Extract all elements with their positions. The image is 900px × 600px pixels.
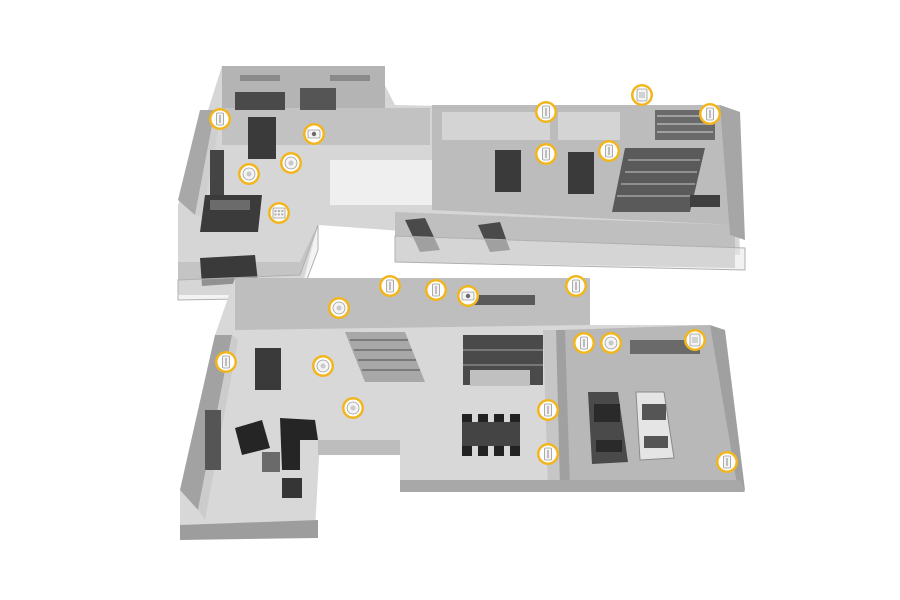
door-window-sensor-icon[interactable] (215, 351, 237, 373)
kitchen-cabinets (463, 295, 543, 386)
upper-left-wall (178, 110, 215, 215)
bedroom-furniture (200, 88, 336, 232)
door-window-sensor-icon[interactable] (573, 332, 595, 354)
door (248, 117, 276, 159)
ground-back-wall (235, 278, 590, 330)
smoke-detector-icon[interactable] (600, 332, 622, 354)
dining-table (462, 414, 520, 456)
door-window-sensor-icon[interactable] (537, 443, 559, 465)
wall-vent (330, 75, 370, 81)
garage-car-dark (588, 392, 628, 464)
living-room-sofas (205, 410, 318, 498)
upper-atrium-void (330, 160, 432, 205)
door-window-sensor-icon[interactable] (209, 108, 231, 130)
siren-icon[interactable] (684, 329, 706, 351)
upper-right-wall (720, 105, 745, 240)
camera-icon[interactable] (457, 285, 479, 307)
door-window-sensor-icon[interactable] (535, 143, 557, 165)
sensor-markers (209, 84, 738, 473)
ground-front-wall-2 (318, 440, 400, 455)
smoke-detector-icon[interactable] (280, 152, 302, 174)
door-window-sensor-icon[interactable] (716, 451, 738, 473)
upper-glass-railing (394, 235, 746, 271)
door-window-sensor-icon[interactable] (425, 279, 447, 301)
smoke-detector-icon[interactable] (312, 355, 334, 377)
door-window-sensor-icon[interactable] (565, 275, 587, 297)
upper-floor (177, 66, 746, 301)
door-window-sensor-icon[interactable] (537, 399, 559, 421)
upper-room-inner-2 (558, 112, 620, 140)
door (568, 152, 594, 194)
ground-staircase (345, 332, 425, 382)
camera-icon[interactable] (303, 123, 325, 145)
door-window-sensor-icon[interactable] (699, 103, 721, 125)
ground-front-wall-right (400, 480, 745, 492)
smoke-detector-icon[interactable] (238, 163, 260, 185)
upper-left-wall-top (195, 110, 222, 218)
siren-icon[interactable] (631, 84, 653, 106)
wall-vent (240, 75, 280, 81)
ground-front-wall (180, 520, 318, 540)
door (255, 348, 281, 390)
garage (548, 325, 745, 490)
door-window-sensor-icon[interactable] (598, 140, 620, 162)
upper-staircase (612, 110, 715, 212)
smoke-detector-icon[interactable] (342, 397, 364, 419)
upper-room-inner (442, 112, 550, 140)
smoke-detector-icon[interactable] (328, 297, 350, 319)
garage-car-light (635, 391, 675, 461)
door-window-sensor-icon[interactable] (379, 275, 401, 297)
keypad-icon[interactable] (268, 202, 290, 224)
door (495, 150, 521, 192)
ground-floor (180, 278, 745, 540)
door-window-sensor-icon[interactable] (535, 101, 557, 123)
